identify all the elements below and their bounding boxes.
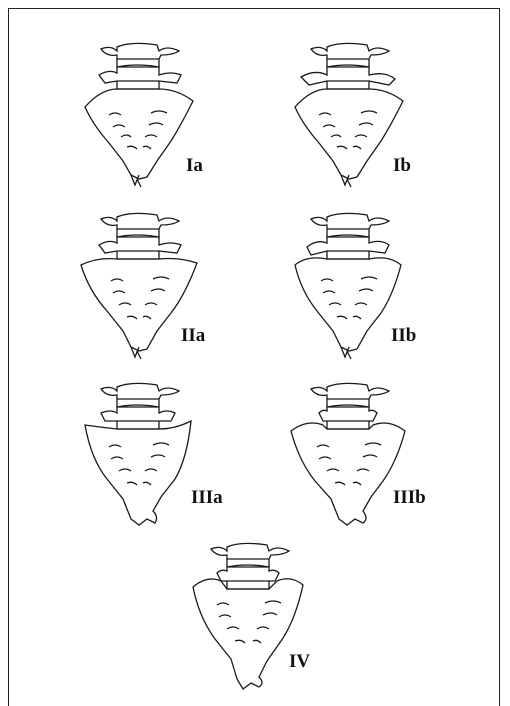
panel-ia: Ia — [71, 29, 221, 199]
panel-iiib: IIIb — [281, 369, 431, 539]
panel-ib: Ib — [281, 29, 431, 199]
panel-label-iv: IV — [289, 651, 310, 673]
panel-iiia: IIIa — [71, 369, 221, 539]
panel-label-ia: Ia — [186, 155, 203, 177]
panel-label-iiib: IIIb — [393, 487, 426, 509]
panel-label-ib: Ib — [393, 155, 411, 177]
figure-frame: Ia Ib IIa — [8, 8, 500, 706]
sacrum-illustration-iiib — [281, 369, 431, 539]
panel-iv: IV — [181, 529, 331, 699]
panel-label-iiia: IIIa — [191, 487, 223, 509]
panel-iib: IIb — [281, 199, 431, 369]
panel-label-iib: IIb — [391, 325, 416, 347]
sacrum-illustration-iiia — [71, 369, 221, 539]
sacrum-illustration-iv — [181, 529, 331, 699]
panel-iia: IIa — [71, 199, 221, 369]
panel-label-iia: IIa — [181, 325, 205, 347]
